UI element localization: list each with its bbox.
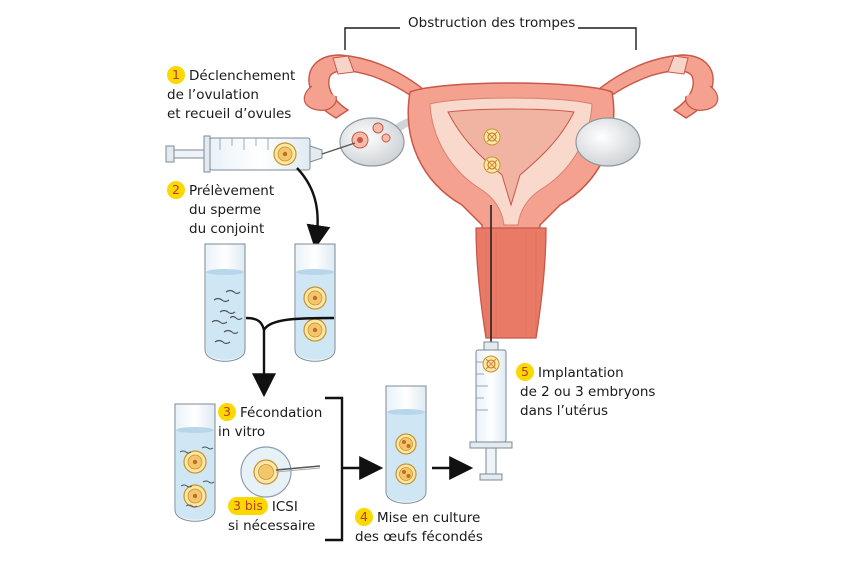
step-2-line-3: du conjoint	[189, 221, 265, 237]
step-1-line-3: et recueil d’ovules	[167, 106, 292, 122]
step-3bis-line-1: ICSI	[271, 499, 298, 515]
uterus	[303, 54, 719, 339]
step-3-line-2: in vitro	[218, 424, 266, 440]
step-2-line-1: Prélèvement	[189, 183, 275, 199]
right-ovary	[575, 117, 641, 167]
step-5-line-2: de 2 ou 3 embryons	[520, 384, 656, 400]
diagram-title: Obstruction des trompes	[408, 15, 576, 31]
step-4-line-2: des œufs fécondés	[355, 529, 483, 545]
left-ovary	[339, 117, 405, 167]
culture-tube	[385, 385, 427, 504]
step-1-badge: 1	[167, 66, 185, 84]
step-4-line-1: Mise en culture	[377, 510, 481, 526]
step-2-badge: 2	[167, 181, 185, 199]
step-2-line-2: du sperme	[189, 202, 262, 218]
step-1-line-1: Déclenchement	[189, 68, 296, 84]
sperm-tube	[204, 243, 246, 362]
oocyte-tube	[294, 243, 336, 362]
fertilization-tube	[174, 403, 216, 522]
transfer-syringe	[469, 205, 513, 481]
step-3bis-badge: 3 bis	[228, 497, 268, 515]
step-5-line-1: Implantation	[538, 365, 624, 381]
step-1-line-2: de l’ovulation	[167, 87, 259, 103]
retrieval-syringe	[165, 135, 356, 173]
step-4-badge: 4	[355, 508, 373, 526]
step-5-badge: 5	[516, 363, 534, 381]
step-5-line-3: dans l’utérus	[520, 403, 609, 419]
icsi-dish	[240, 446, 321, 498]
step-3bis-line-2: si nécessaire	[228, 518, 316, 534]
step-3-line-1: Fécondation	[240, 405, 323, 421]
step-3-badge: 3	[218, 403, 236, 421]
